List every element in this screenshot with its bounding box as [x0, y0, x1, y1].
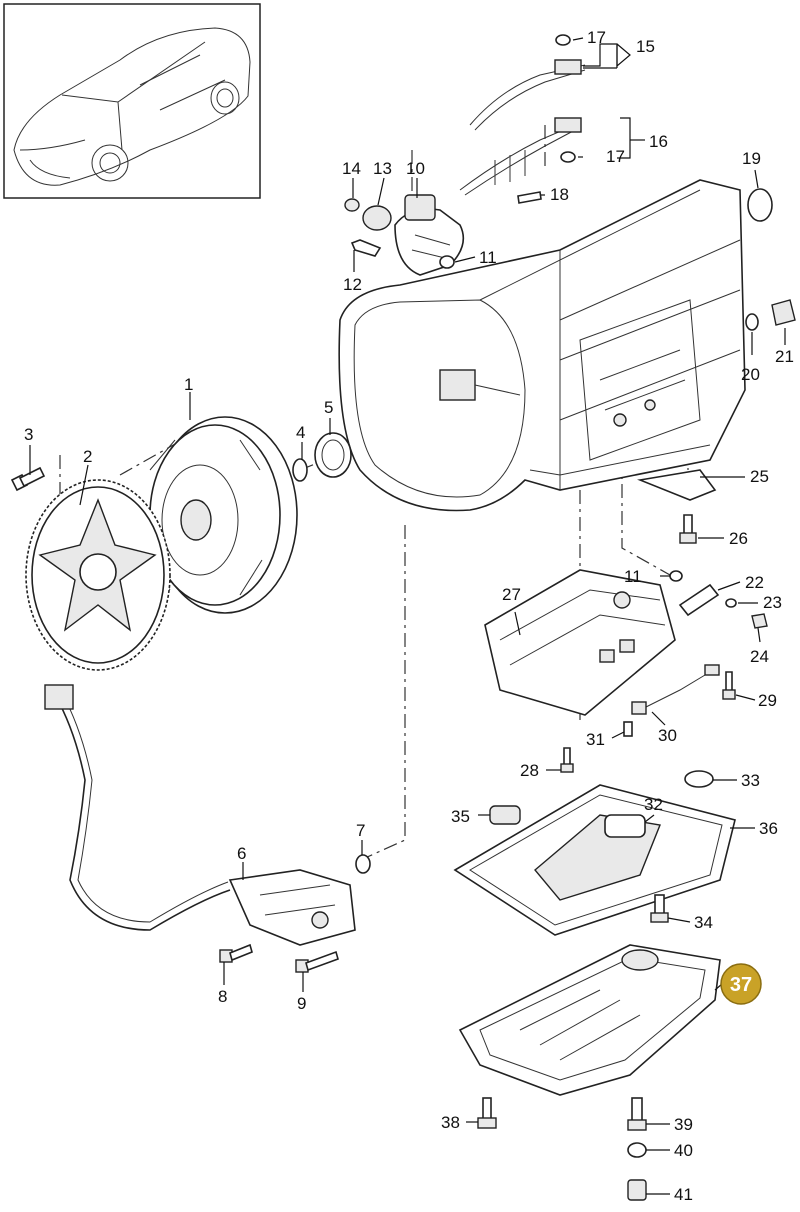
washer-20: [745, 313, 759, 331]
label-26: 26: [729, 529, 748, 548]
seal-19: [747, 188, 773, 222]
vehicle-thumbnail: [3, 3, 261, 199]
label-24: 24: [750, 647, 769, 666]
o-ring-7: [355, 854, 371, 874]
seal-5: [314, 432, 352, 478]
plug-41: [627, 1179, 647, 1201]
label-17-lower: 17: [606, 147, 625, 166]
leader-lines: [29, 37, 786, 1195]
nut-24: [751, 613, 768, 629]
washer-23: [725, 598, 737, 608]
oil-pan: [458, 944, 721, 1096]
label-15: 15: [636, 37, 655, 56]
label-22: 22: [745, 573, 764, 592]
label-35: 35: [451, 807, 470, 826]
label-38: 38: [441, 1113, 460, 1132]
drain-bolt-39: [627, 1097, 647, 1131]
label-14: 14: [342, 159, 361, 178]
bolt-29: [722, 671, 736, 700]
actuator-6: [228, 869, 356, 946]
bolt-18: [517, 191, 542, 204]
label-36: 36: [759, 819, 778, 838]
bolt-28: [560, 747, 574, 773]
label-20: 20: [741, 365, 760, 384]
label-37: 37: [730, 974, 752, 996]
wiring-harness: [459, 59, 586, 196]
label-6: 6: [237, 844, 246, 863]
label-11-lower: 11: [624, 567, 642, 586]
bolt-34: [650, 894, 669, 923]
label-30: 30: [658, 726, 677, 745]
label-33: 33: [741, 771, 760, 790]
cover-13: [362, 205, 392, 231]
flex-plate: [25, 479, 171, 671]
bolt-38: [477, 1097, 497, 1129]
label-31: 31: [586, 730, 605, 749]
oil-filter: [534, 814, 661, 901]
bolt-26: [679, 514, 697, 544]
plug-21: [771, 299, 796, 326]
label-19: 19: [742, 149, 761, 168]
sensor-30: [631, 664, 720, 715]
label-3: 3: [24, 425, 33, 444]
label-11-upper: 11: [479, 248, 497, 267]
torque-converter: [149, 416, 298, 614]
label-18: 18: [550, 185, 569, 204]
pad-35: [489, 805, 521, 825]
label-23: 23: [763, 593, 782, 612]
o-ring-17-lower: [560, 151, 576, 163]
seal-11-upper: [439, 255, 455, 269]
label-34: 34: [694, 913, 713, 932]
label-28: 28: [520, 761, 539, 780]
bolt-9: [295, 950, 339, 973]
valve-body: [484, 569, 676, 716]
label-29: 29: [758, 691, 777, 710]
label-4: 4: [296, 423, 305, 442]
transmission-housing: [338, 179, 746, 512]
label-8: 8: [218, 987, 227, 1006]
label-2: 2: [83, 447, 92, 466]
label-40: 40: [674, 1141, 693, 1160]
seal-33: [684, 770, 714, 788]
label-16: 16: [649, 132, 668, 151]
label-17-upper: 17: [587, 28, 606, 47]
label-37-badge: [720, 963, 762, 1005]
o-ring-17-upper: [555, 34, 571, 46]
label-12: 12: [343, 275, 362, 294]
label-21: 21: [775, 347, 794, 366]
label-5: 5: [324, 398, 333, 417]
bolt-12: [350, 239, 382, 257]
label-25: 25: [750, 467, 769, 486]
bracket-25: [637, 469, 717, 501]
label-1: 1: [184, 375, 193, 394]
bolt-3: [10, 466, 46, 492]
lever-22: [678, 583, 720, 617]
label-13: 13: [373, 159, 392, 178]
label-41: 41: [674, 1185, 693, 1204]
label-10: 10: [406, 159, 425, 178]
selector-cable: [44, 684, 231, 931]
part-labels: 1 2 3 4 5 6 7 8 9 10 11 11 12 13 14 15 1…: [24, 28, 794, 1204]
label-32: 32: [644, 795, 663, 814]
label-27: 27: [502, 585, 521, 604]
washer-40: [627, 1142, 647, 1158]
bolt-31: [623, 721, 633, 737]
label-39: 39: [674, 1115, 693, 1134]
bolt-8: [219, 943, 253, 963]
label-7: 7: [356, 821, 365, 840]
label-9: 9: [297, 994, 306, 1013]
seal-11-lower: [669, 570, 683, 582]
o-ring-4: [292, 458, 308, 482]
nut-14: [344, 198, 360, 212]
